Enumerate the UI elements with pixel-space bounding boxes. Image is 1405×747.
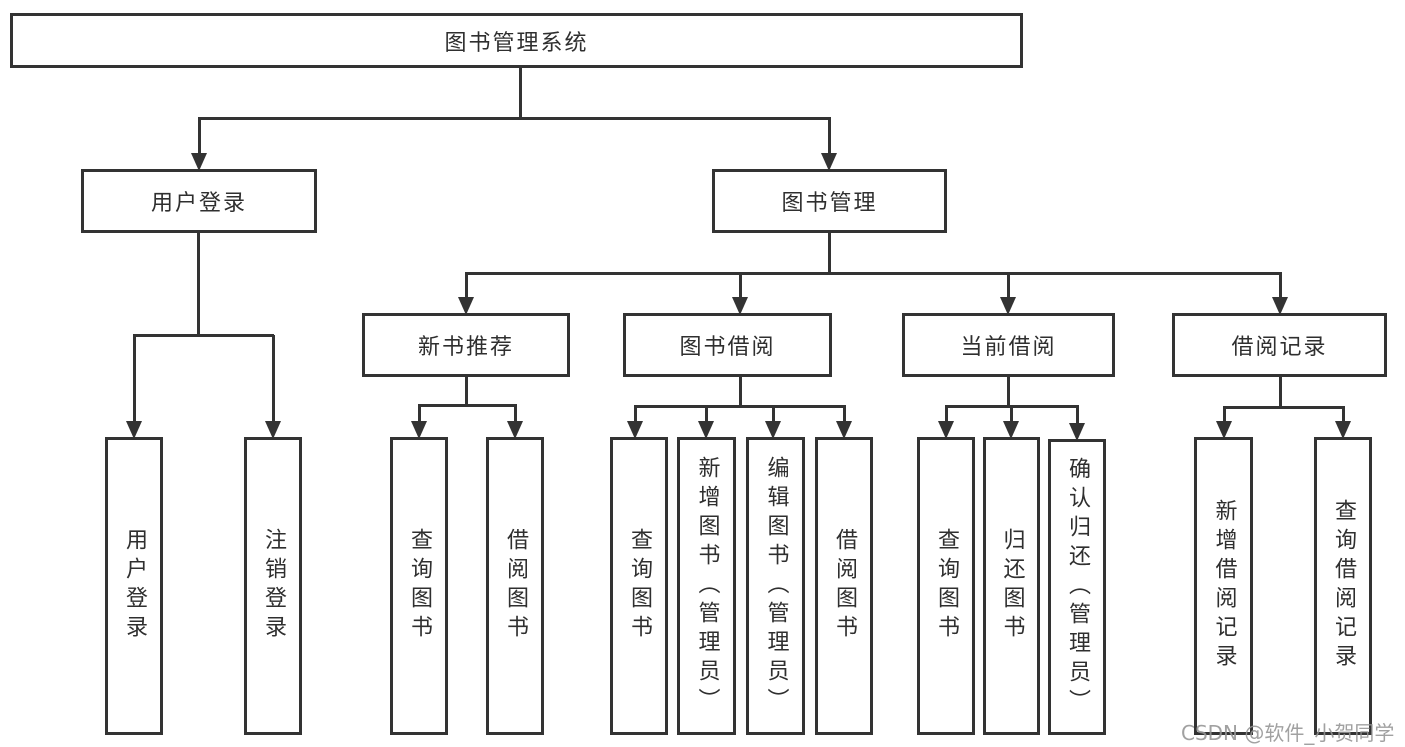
- connector-line: [464, 377, 468, 407]
- arrowhead-icon: [458, 297, 474, 315]
- node-root-system: 图书管理系统: [10, 13, 1023, 68]
- node-leaf-rec-borrow-books: 借阅图书: [486, 437, 544, 735]
- node-label: 借阅记录: [1231, 335, 1328, 360]
- node-module-new-book-rec: 新书推荐: [362, 313, 570, 377]
- connector-line: [1223, 405, 1345, 409]
- node-label: 图书管理系统: [444, 30, 589, 56]
- connector-line: [944, 406, 948, 423]
- connector-line: [1278, 377, 1282, 409]
- connector-line: [1006, 273, 1010, 299]
- arrowhead-icon: [938, 421, 954, 439]
- connector-line: [133, 333, 274, 337]
- arrowhead-icon: [1272, 297, 1288, 315]
- node-module-book-borrow: 图书借阅: [623, 313, 832, 377]
- node-label: 借阅图书: [832, 528, 857, 644]
- node-label: 确认归还（管理员）: [1065, 456, 1090, 718]
- connector-line: [197, 118, 201, 155]
- node-leaf-user-login: 用户登录: [105, 437, 163, 735]
- arrowhead-icon: [1000, 297, 1016, 315]
- node-label: 图书借阅: [679, 335, 776, 360]
- arrowhead-icon: [627, 421, 643, 439]
- node-leaf-bb-add-books: 新增图书（管理员）: [677, 437, 736, 735]
- node-label: 查询图书: [407, 528, 432, 644]
- connector-line: [771, 406, 775, 423]
- node-leaf-logout: 注销登录: [244, 437, 302, 735]
- arrowhead-icon: [1003, 421, 1019, 439]
- node-leaf-rec-query-books: 查询图书: [390, 437, 448, 735]
- node-label: 查询借阅记录: [1331, 499, 1356, 673]
- connector-line: [417, 405, 421, 423]
- node-label: 用户登录: [150, 191, 247, 216]
- node-leaf-bb-edit-books: 编辑图书（管理员）: [746, 437, 805, 735]
- node-leaf-bb-query-books: 查询图书: [610, 437, 668, 735]
- node-label: 查询图书: [934, 528, 959, 644]
- node-leaf-br-add-record: 新增借阅记录: [1194, 437, 1253, 735]
- connector-line: [738, 377, 742, 408]
- connector-line: [464, 273, 468, 299]
- arrowhead-icon: [1335, 421, 1351, 439]
- node-label: 用户登录: [122, 528, 147, 644]
- connector-line: [518, 68, 522, 120]
- arrowhead-icon: [698, 421, 714, 439]
- arrowhead-icon: [126, 421, 142, 439]
- connector-line: [633, 406, 637, 423]
- connector-line: [1006, 377, 1010, 408]
- node-label: 编辑图书（管理员）: [763, 455, 789, 717]
- node-label: 查询图书: [627, 528, 652, 644]
- node-branch-user-login: 用户登录: [81, 169, 317, 233]
- connector-line: [827, 233, 831, 275]
- node-label: 归还图书: [999, 528, 1025, 644]
- connector-line: [1009, 406, 1013, 423]
- node-label: 注销登录: [261, 528, 286, 644]
- connector-line: [738, 273, 742, 299]
- arrowhead-icon: [836, 421, 852, 439]
- connector-line: [418, 403, 517, 407]
- arrowhead-icon: [265, 421, 281, 439]
- arrowhead-icon: [1216, 421, 1232, 439]
- arrowhead-icon: [1069, 423, 1085, 441]
- arrowhead-icon: [821, 153, 837, 171]
- arrowhead-icon: [765, 421, 781, 439]
- arrowhead-icon: [732, 297, 748, 315]
- connector-line: [1222, 407, 1226, 423]
- node-leaf-cb-query-books: 查询图书: [917, 437, 975, 735]
- node-leaf-bb-borrow-books: 借阅图书: [815, 437, 873, 735]
- node-module-borrow-records: 借阅记录: [1172, 313, 1387, 377]
- node-leaf-cb-confirm-return: 确认归还（管理员）: [1048, 439, 1106, 735]
- arrowhead-icon: [411, 421, 427, 439]
- node-label: 图书管理: [781, 191, 878, 216]
- node-label: 新增图书（管理员）: [694, 455, 720, 717]
- connector-line: [465, 271, 1282, 275]
- connector-line: [704, 406, 708, 423]
- connector-line: [1341, 407, 1345, 423]
- node-module-current-borrow: 当前借阅: [902, 313, 1115, 377]
- connector-line: [1278, 273, 1282, 299]
- node-label: 新书推荐: [417, 335, 514, 360]
- connector-line: [842, 406, 846, 423]
- connector-line: [827, 118, 831, 155]
- node-label: 借阅图书: [503, 528, 528, 644]
- connector-line: [196, 233, 200, 337]
- node-leaf-br-query-record: 查询借阅记录: [1314, 437, 1372, 735]
- arrowhead-icon: [507, 421, 523, 439]
- connector-line: [1075, 406, 1079, 425]
- arrowhead-icon: [191, 153, 207, 171]
- node-label: 新增借阅记录: [1211, 499, 1237, 673]
- connector-line: [513, 405, 517, 423]
- node-label: 当前借阅: [960, 335, 1057, 360]
- connector-line: [634, 404, 846, 408]
- node-branch-book-management: 图书管理: [712, 169, 947, 233]
- connector-line: [132, 335, 136, 423]
- watermark: CSDN @软件_小贺同学: [1181, 721, 1395, 745]
- connector-line: [271, 335, 275, 423]
- connector-line: [198, 116, 831, 120]
- node-leaf-cb-return-books: 归还图书: [983, 437, 1040, 735]
